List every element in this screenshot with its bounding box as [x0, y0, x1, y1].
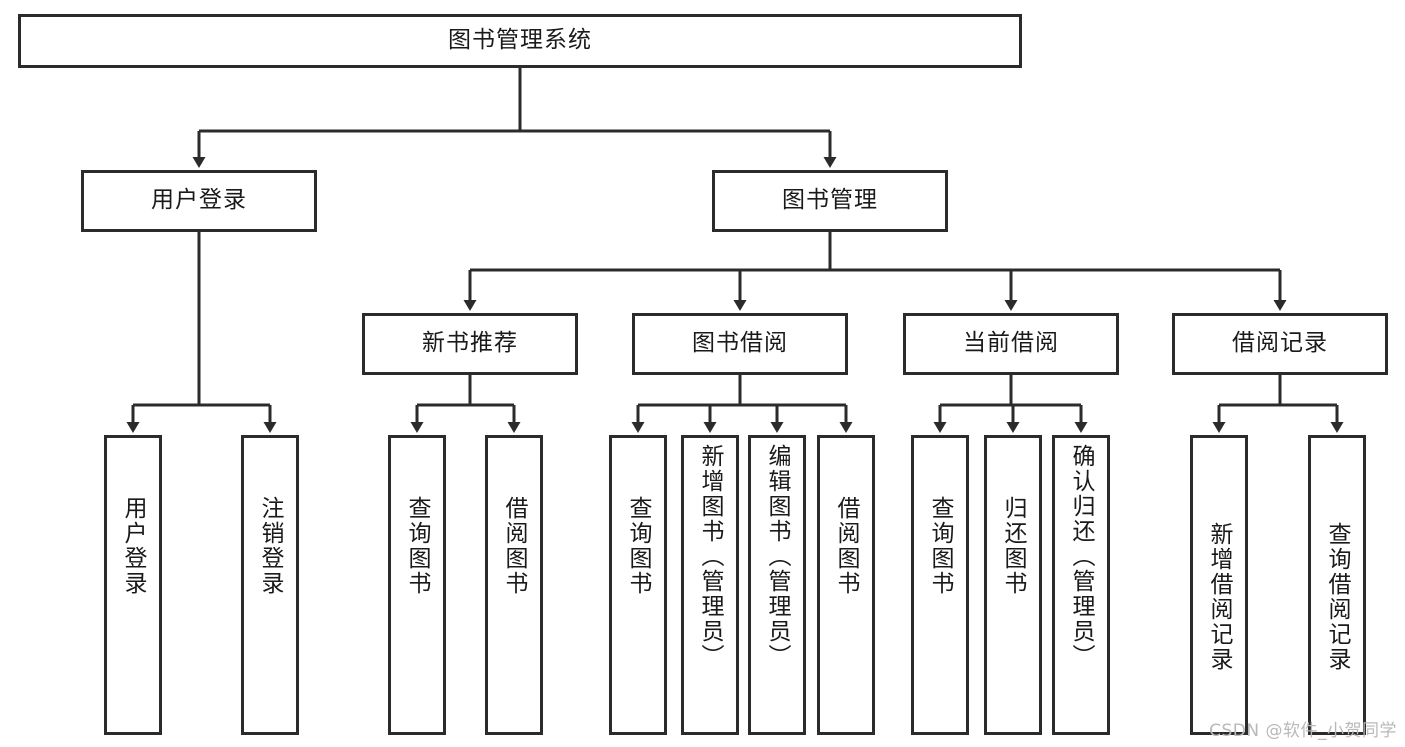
node-label: 用户登录 [120, 496, 147, 596]
node-label: 图书管理系统 [448, 27, 592, 54]
node-label: 借阅记录 [1232, 330, 1328, 357]
node-bookmgmt[interactable]: 图书管理 [712, 170, 948, 232]
node-label: 图书管理 [782, 187, 878, 214]
node-leaf-query-book-2[interactable]: 查询图书 [609, 435, 667, 735]
node-leaf-logout[interactable]: 注销登录 [241, 435, 299, 735]
node-label: 新增借阅记录 [1206, 522, 1233, 672]
node-label: 确认归还（管理员） [1068, 444, 1095, 669]
node-label: 查询图书 [625, 496, 652, 596]
node-label: 查询图书 [404, 496, 431, 596]
node-label: 查询借阅记录 [1324, 522, 1351, 672]
node-leaf-add-record[interactable]: 新增借阅记录 [1190, 435, 1248, 735]
node-leaf-borrow-book-1[interactable]: 借阅图书 [485, 435, 543, 735]
node-borrow[interactable]: 图书借阅 [632, 313, 848, 375]
node-leaf-edit-book[interactable]: 编辑图书（管理员） [748, 435, 806, 735]
node-current[interactable]: 当前借阅 [903, 313, 1119, 375]
node-records[interactable]: 借阅记录 [1172, 313, 1388, 375]
node-leaf-query-record[interactable]: 查询借阅记录 [1308, 435, 1366, 735]
node-leaf-confirm-return[interactable]: 确认归还（管理员） [1052, 435, 1110, 735]
node-label: 借阅图书 [501, 496, 528, 596]
node-login[interactable]: 用户登录 [81, 170, 317, 232]
node-leaf-return-book[interactable]: 归还图书 [984, 435, 1042, 735]
node-leaf-add-book[interactable]: 新增图书（管理员） [681, 435, 739, 735]
node-label: 当前借阅 [963, 330, 1059, 357]
node-label: 借阅图书 [833, 496, 860, 596]
node-label: 图书借阅 [692, 330, 788, 357]
node-leaf-query-book-3[interactable]: 查询图书 [911, 435, 969, 735]
node-label: 归还图书 [1000, 496, 1027, 596]
node-label: 用户登录 [151, 187, 247, 214]
node-leaf-query-book-1[interactable]: 查询图书 [388, 435, 446, 735]
node-root[interactable]: 图书管理系统 [18, 14, 1022, 68]
node-label: 注销登录 [257, 496, 284, 596]
node-leaf-borrow-book-2[interactable]: 借阅图书 [817, 435, 875, 735]
node-label: 查询图书 [927, 496, 954, 596]
node-label: 编辑图书（管理员） [764, 444, 791, 669]
watermark-text: CSDN @软件_小贺同学 [1209, 721, 1397, 741]
node-label: 新增图书（管理员） [697, 444, 724, 669]
node-leaf-user-login[interactable]: 用户登录 [104, 435, 162, 735]
node-newbook[interactable]: 新书推荐 [362, 313, 578, 375]
node-label: 新书推荐 [422, 330, 518, 357]
